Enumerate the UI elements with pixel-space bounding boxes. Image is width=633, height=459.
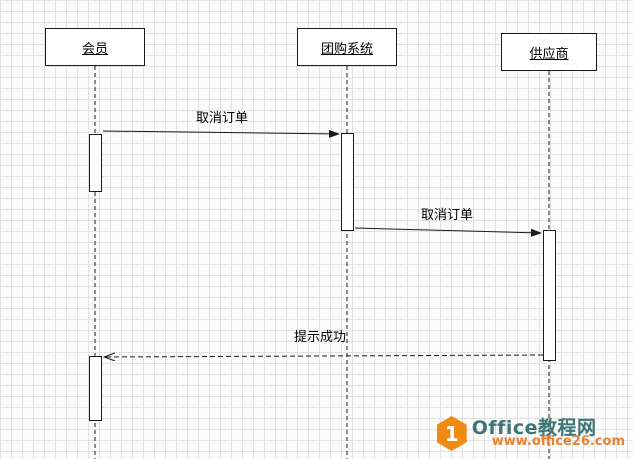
actor-system: 团购系统 bbox=[297, 28, 397, 66]
message-arrow-cancel-order-2 bbox=[354, 227, 542, 237]
message-label-cancel-order-2: 取消订单 bbox=[421, 208, 474, 223]
watermark-text: Office教程网 www.office26.com bbox=[471, 416, 625, 450]
watermark: 1 Office教程网 www.office26.com bbox=[436, 416, 625, 451]
actor-supplier: 供应商 bbox=[501, 33, 597, 71]
message-label-cancel-order-1: 取消订单 bbox=[196, 111, 249, 126]
watermark-site-url: www.office26.com bbox=[491, 434, 625, 450]
actor-member: 会员 bbox=[45, 28, 145, 66]
activation-member-2 bbox=[89, 356, 102, 421]
actor-supplier-label: 供应商 bbox=[529, 46, 569, 62]
actor-member-label: 会员 bbox=[81, 41, 108, 57]
watermark-site-name: Office教程网 bbox=[471, 416, 597, 439]
activation-supplier bbox=[543, 230, 556, 361]
message-arrow-success-return bbox=[105, 355, 544, 357]
message-arrow-cancel-order-1 bbox=[102, 129, 340, 138]
activation-system bbox=[341, 133, 354, 231]
actor-system-label: 团购系统 bbox=[320, 41, 373, 57]
activation-member-1 bbox=[89, 134, 102, 192]
message-label-success: 提示成功 bbox=[294, 330, 347, 345]
watermark-logo-icon: 1 bbox=[436, 416, 467, 451]
